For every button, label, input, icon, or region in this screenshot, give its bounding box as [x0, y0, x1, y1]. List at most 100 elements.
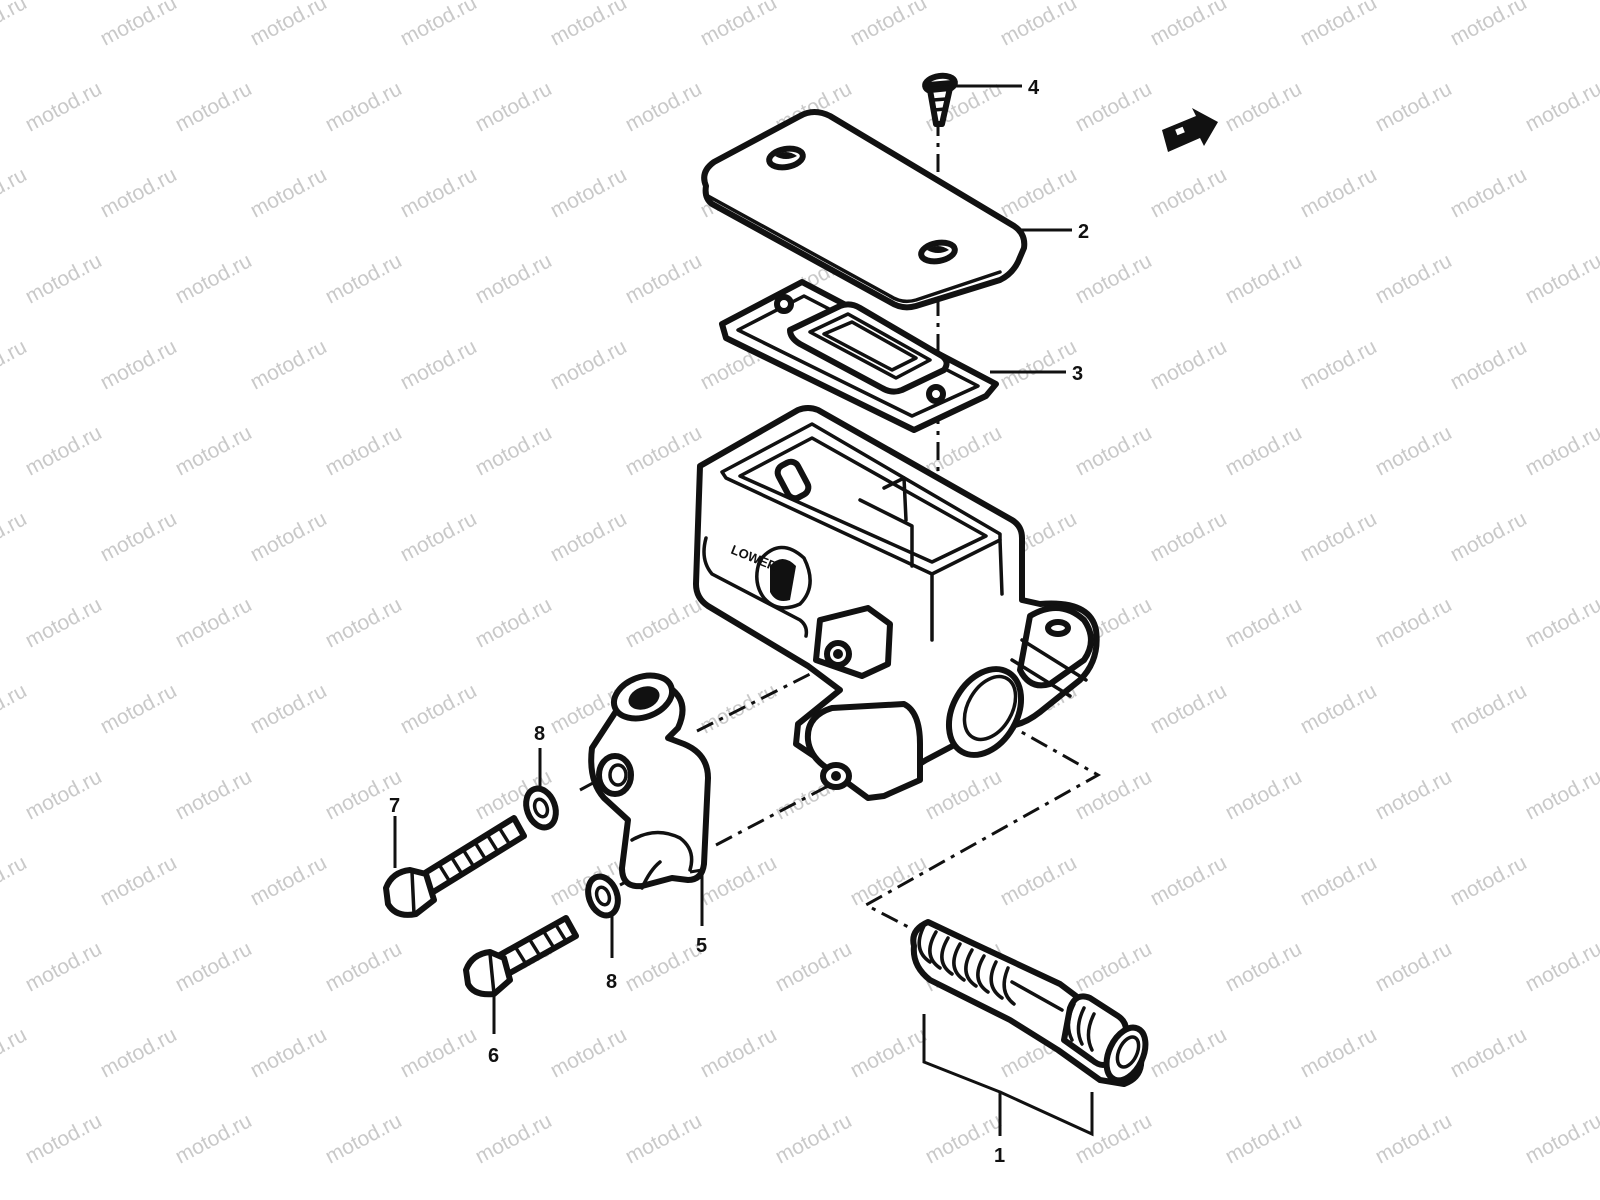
watermark-text: motod.ru — [1372, 765, 1456, 824]
callout-7: 7 — [389, 795, 400, 817]
watermark-text: motod.ru — [1447, 507, 1531, 566]
watermark-text: motod.ru — [22, 77, 106, 136]
watermark-text: motod.ru — [472, 421, 556, 480]
watermark-text: motod.ru — [1372, 937, 1456, 996]
long-bolt — [383, 815, 527, 918]
callout-3: 3 — [1072, 363, 1083, 385]
watermark-text: motod.ru — [22, 765, 106, 824]
cap-screw — [922, 72, 958, 127]
watermark-text: motod.ru — [0, 1195, 31, 1200]
reservoir-cap — [701, 109, 1028, 311]
piston-kit — [910, 919, 1149, 1087]
watermark-text: motod.ru — [547, 163, 631, 222]
watermark-text: motod.ru — [1522, 77, 1600, 136]
watermark-text: motod.ru — [772, 937, 856, 996]
watermark-text: motod.ru — [997, 1195, 1081, 1200]
watermark-text: motod.ru — [622, 593, 706, 652]
watermark-text: motod.ru — [1597, 851, 1600, 910]
watermark-text: motod.ru — [397, 0, 481, 50]
watermark-text: motod.ru — [1372, 77, 1456, 136]
watermark-text: motod.ru — [1522, 249, 1600, 308]
watermark-text: motod.ru — [247, 1195, 331, 1200]
watermark-text: motod.ru — [1297, 1023, 1381, 1082]
watermark-text: motod.ru — [247, 851, 331, 910]
watermark-text: motod.ru — [247, 507, 331, 566]
watermark-text: motod.ru — [697, 0, 781, 50]
callout-8-upper: 8 — [534, 723, 545, 745]
watermark-text: motod.ru — [97, 335, 181, 394]
watermark-text: motod.ru — [1297, 163, 1381, 222]
watermark-text: motod.ru — [1597, 0, 1600, 50]
watermark-text: motod.ru — [1072, 77, 1156, 136]
watermark-text: motod.ru — [1297, 507, 1381, 566]
washer-lower — [585, 873, 621, 919]
watermark-text: motod.ru — [1597, 679, 1600, 738]
watermark-text: motod.ru — [22, 937, 106, 996]
watermark-text: motod.ru — [97, 163, 181, 222]
watermark-text: motod.ru — [1447, 0, 1531, 50]
watermark-text: motod.ru — [1222, 249, 1306, 308]
watermark-text: motod.ru — [172, 937, 256, 996]
watermark-text: motod.ru — [172, 421, 256, 480]
watermark-text: motod.ru — [397, 679, 481, 738]
watermark-text: motod.ru — [1072, 1109, 1156, 1168]
watermark-text: motod.ru — [697, 1195, 781, 1200]
watermark-text: motod.ru — [1147, 1023, 1231, 1082]
callout-5: 5 — [696, 935, 707, 957]
watermark-text: motod.ru — [172, 77, 256, 136]
watermark-text: motod.ru — [1147, 1195, 1231, 1200]
watermark-text: motod.ru — [1522, 593, 1600, 652]
watermark-text: motod.ru — [1297, 0, 1381, 50]
watermark-text: motod.ru — [1447, 851, 1531, 910]
watermark-text: motod.ru — [472, 77, 556, 136]
watermark-text: motod.ru — [322, 1109, 406, 1168]
watermark-text: motod.ru — [1447, 335, 1531, 394]
callout-6: 6 — [488, 1045, 499, 1067]
watermark-text: motod.ru — [322, 593, 406, 652]
watermark-text: motod.ru — [97, 679, 181, 738]
watermark-text: motod.ru — [472, 249, 556, 308]
watermark-text: motod.ru — [1297, 1195, 1381, 1200]
watermark-text: motod.ru — [547, 1023, 631, 1082]
watermark-text: motod.ru — [0, 1023, 31, 1082]
watermark-text: motod.ru — [172, 1109, 256, 1168]
watermark-text: motod.ru — [247, 163, 331, 222]
watermark-text: motod.ru — [622, 77, 706, 136]
watermark-text: motod.ru — [1597, 1023, 1600, 1082]
watermark-text: motod.ru — [22, 1109, 106, 1168]
watermark-text: motod.ru — [22, 593, 106, 652]
watermark-text: motod.ru — [622, 421, 706, 480]
watermark-text: motod.ru — [1072, 765, 1156, 824]
watermark-text: motod.ru — [922, 421, 1006, 480]
watermark-text: motod.ru — [1372, 593, 1456, 652]
watermark-text: motod.ru — [1597, 163, 1600, 222]
callout-leaders — [393, 84, 1094, 1137]
watermark-text: motod.ru — [0, 507, 31, 566]
watermark-text: motod.ru — [1522, 1109, 1600, 1168]
watermark-text: motod.ru — [0, 679, 31, 738]
watermark-text: motod.ru — [1147, 335, 1231, 394]
watermark-text: motod.ru — [1222, 593, 1306, 652]
watermark-text: motod.ru — [22, 249, 106, 308]
watermark-text: motod.ru — [0, 851, 31, 910]
watermark-text: motod.ru — [1222, 937, 1306, 996]
watermark-text: motod.ru — [697, 851, 781, 910]
watermark-text: motod.ru — [322, 249, 406, 308]
reservoir-diaphragm — [719, 279, 999, 433]
watermark-text: motod.ru — [1222, 77, 1306, 136]
watermark-text: motod.ru — [1372, 421, 1456, 480]
watermark-text: motod.ru — [247, 0, 331, 50]
watermark-text: motod.ru — [397, 1023, 481, 1082]
watermark-text: motod.ru — [622, 937, 706, 996]
watermark-text: motod.ru — [1447, 1195, 1531, 1200]
watermark-text: motod.ru — [922, 1109, 1006, 1168]
direction-arrow-icon — [1162, 108, 1218, 152]
watermark-text: motod.ru — [1522, 765, 1600, 824]
watermark-text: motod.ru — [1297, 335, 1381, 394]
watermark-text: motod.ru — [1072, 249, 1156, 308]
watermark-text: motod.ru — [322, 937, 406, 996]
watermark-text: motod.ru — [997, 335, 1081, 394]
watermark-text: motod.ru — [397, 163, 481, 222]
watermark-text: motod.ru — [322, 421, 406, 480]
